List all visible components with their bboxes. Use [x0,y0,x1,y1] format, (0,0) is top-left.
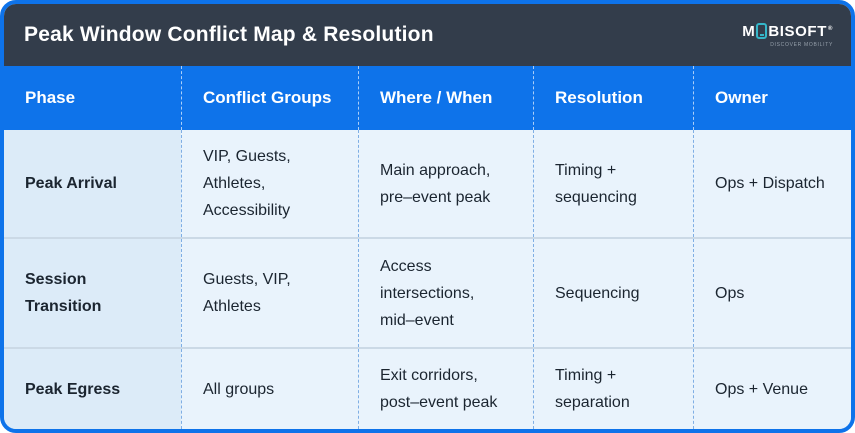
cell-conflict-groups: All groups [181,349,358,429]
cell-text: Peak Arrival [25,175,117,192]
mobisoft-wordmark: M BISOFT ® [742,23,833,40]
cell-text: Sequencing [555,284,640,302]
cell-where-when: Access intersections, mid–event [358,239,533,347]
cell-phase: Session Transition [4,239,181,347]
column-header-where-when: Where / When [358,66,533,130]
wordmark-right: BISOFT [768,22,827,40]
cell-owner: Ops [693,239,851,347]
cell-resolution: Sequencing [533,239,693,347]
cell-conflict-groups: VIP, Guests, Athletes, Accessibility [181,130,358,237]
logo-tagline: DISCOVER MOBILITY [770,41,833,48]
cell-text: Timing + separation [555,367,630,411]
table-row-peak-egress: Peak Egress All groups Exit corridors, p… [4,347,851,429]
cell-where-when: Exit corridors, post–event peak [358,349,533,429]
wordmark-left: M [742,22,756,40]
column-header-phase: Phase [25,88,76,107]
cell-phase: Peak Arrival [4,130,181,237]
cell-text: Timing + sequencing [555,161,637,206]
cell-conflict-groups: Guests, VIP, Athletes [181,239,358,347]
table-row-session-transition: Session Transition Guests, VIP, Athletes… [4,237,851,347]
cell-text: VIP, Guests, Athletes, Accessibility [203,148,291,219]
cell-text: Main approach, pre–event peak [380,161,491,206]
cell-text: All groups [203,380,275,398]
registered-mark: ® [827,25,833,32]
cell-text: Access intersections, mid–event [380,257,475,329]
title-bar: Peak Window Conflict Map & Resolution M … [4,4,851,66]
cell-resolution: Timing + sequencing [533,130,693,237]
phone-icon [756,23,768,39]
cell-text: Guests, VIP, Athletes [203,271,291,315]
table-header-row: Phase Conflict Groups Where / When Resol… [4,66,851,130]
table-row-peak-arrival: Peak Arrival VIP, Guests, Athletes, Acce… [4,130,851,237]
cell-owner: Ops + Venue [693,349,851,429]
cell-owner: Ops + Dispatch [693,130,851,237]
cell-phase: Peak Egress [4,349,181,429]
cell-text: Ops + Dispatch [715,175,825,192]
cell-resolution: Timing + separation [533,349,693,429]
cell-text: Peak Egress [25,380,121,398]
cell-text: Ops [715,284,745,302]
page-title: Peak Window Conflict Map & Resolution [24,23,434,46]
column-header-conflict-groups: Conflict Groups [181,66,358,130]
column-header-owner: Owner [693,66,851,130]
cell-text: Session Transition [25,271,102,315]
cell-text: Exit corridors, post–event peak [380,367,498,411]
cell-where-when: Main approach, pre–event peak [358,130,533,237]
cell-text: Ops + Venue [715,380,808,398]
mobisoft-logo: M BISOFT ® DISCOVER MOBILITY [742,23,833,48]
column-header-resolution: Resolution [533,66,693,130]
